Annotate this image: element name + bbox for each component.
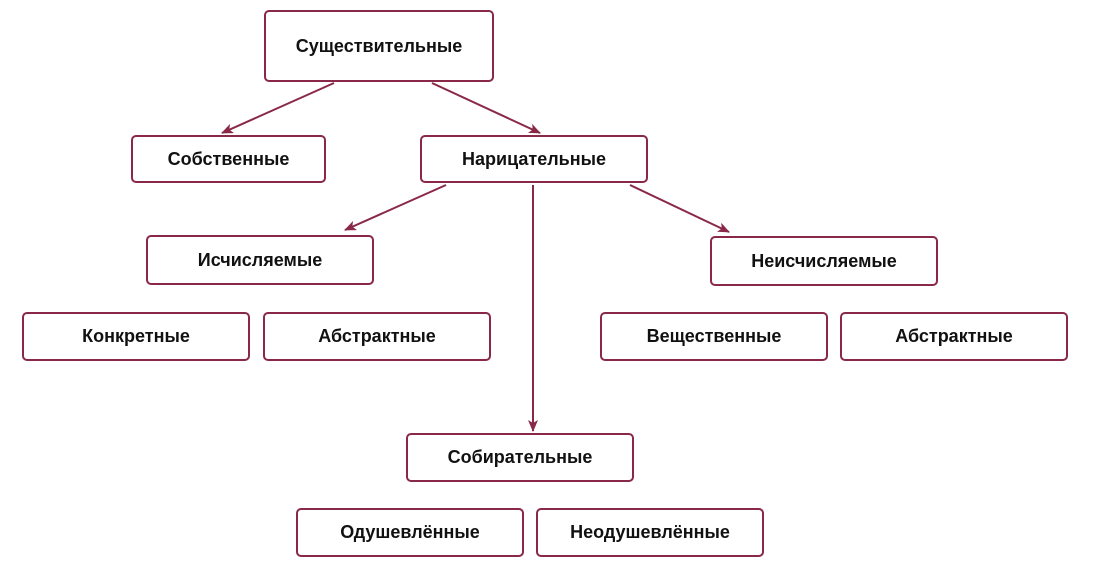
node-abstract-uncountable: Абстрактные bbox=[840, 312, 1068, 361]
node-uncountable-label: Неисчисляемые bbox=[751, 250, 897, 271]
node-inanimate-label: Неодушевлённые bbox=[570, 522, 730, 542]
node-countable: Исчисляемые bbox=[146, 235, 374, 285]
node-nouns: Существительные bbox=[264, 10, 494, 82]
node-common-label: Нарицательные bbox=[462, 148, 606, 169]
arrow-root-to-common bbox=[431, 82, 541, 134]
node-abstract-countable: Абстрактные bbox=[263, 312, 491, 361]
node-concrete-label: Конкретные bbox=[82, 326, 190, 346]
node-inanimate: Неодушевлённые bbox=[536, 508, 764, 557]
node-proper: Собственные bbox=[131, 135, 326, 183]
node-animate-label: Одушевлённые bbox=[340, 522, 480, 542]
arrow-common-to-uncountable bbox=[629, 184, 730, 233]
node-collective-label: Собирательные bbox=[447, 447, 593, 467]
arrow-root-to-proper bbox=[221, 82, 335, 134]
node-common: Нарицательные bbox=[420, 135, 648, 183]
node-material-label: Вещественные bbox=[646, 326, 782, 346]
node-concrete: Конкретные bbox=[22, 312, 250, 361]
node-abstract-uncountable-label: Абстрактные bbox=[895, 326, 1013, 346]
node-countable-label: Исчисляемые bbox=[197, 249, 323, 270]
node-animate: Одушевлённые bbox=[296, 508, 524, 557]
node-nouns-label: Существительные bbox=[295, 35, 463, 56]
node-uncountable: Неисчисляемые bbox=[710, 236, 938, 286]
node-collective: Собирательные bbox=[406, 433, 634, 482]
arrow-common-to-countable bbox=[344, 184, 447, 231]
node-material: Вещественные bbox=[600, 312, 828, 361]
node-abstract-countable-label: Абстрактные bbox=[318, 326, 436, 346]
node-proper-label: Собственные bbox=[167, 148, 290, 169]
